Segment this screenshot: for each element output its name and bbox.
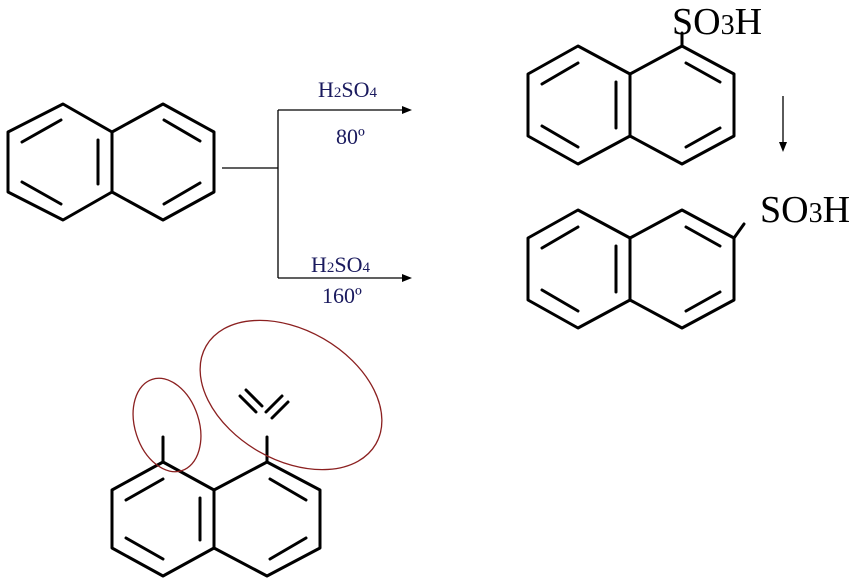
- lower-arrowhead: [402, 274, 412, 282]
- beta-naphthalenesulfonic-acid: [526, 208, 746, 330]
- lower-temperature: 160º: [322, 283, 362, 308]
- alpha-naphthalenesulfonic-acid: [526, 31, 736, 166]
- upper-arrowhead: [402, 106, 412, 114]
- sulfonyl-bond-beta: [732, 222, 746, 240]
- upper-temperature: 80º: [336, 124, 365, 149]
- upper-reagent: H2SO4: [318, 77, 378, 102]
- lower-reagent: H2SO4: [311, 252, 371, 277]
- rearrangement-arrow: [779, 96, 787, 152]
- beta-substituent: SO3H: [760, 189, 850, 231]
- peri-hydrogen-ellipse: [132, 377, 202, 473]
- sulfonyl-group-ellipse: [199, 319, 383, 471]
- peri-interaction-naphthalene: [110, 388, 322, 578]
- reaction-arrows: [222, 106, 412, 282]
- alpha-substituent: SO3H: [672, 1, 762, 43]
- naphthalene-reactant: [6, 102, 216, 222]
